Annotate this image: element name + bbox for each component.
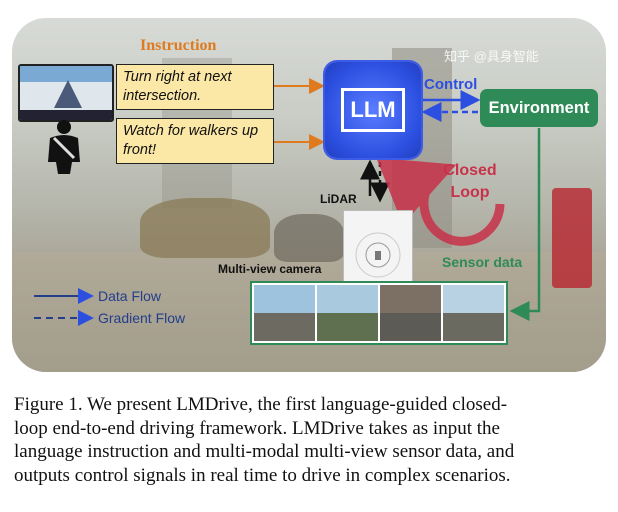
multi-view-camera-strip [250,281,508,345]
control-label: Control [424,76,478,93]
lidar-label: LiDAR [320,192,357,206]
closed-loop-label: Closed Loop [439,160,501,204]
legend-gradient-flow: Gradient Flow [98,310,185,326]
flow-arrows [34,78,541,326]
environment-box: Environment [480,89,598,127]
instruction-box-1: Turn right at next intersection. [116,64,274,110]
vending-machine-image [552,188,592,288]
instruction-title: Instruction [140,37,217,54]
car-image [140,198,270,258]
navigation-screen-icon [18,64,114,122]
closed-loop-text: Loop [450,184,490,201]
instruction-box-2: Watch for walkers up front! [116,118,274,164]
legend-gradient-flow-label: Gradient Flow [98,310,186,326]
camera-view-image [254,285,315,341]
caption-line: loop end-to-end driving framework. LMDri… [14,417,500,439]
llm-label: LLM [341,88,405,132]
camera-view-image [443,285,504,341]
caption-line: outputs control signals in real time to … [14,464,511,486]
instruction-text: Watch for walkers up [123,123,259,139]
sensor-data-label: Sensor data [442,254,523,270]
instruction-text: intersection. [123,88,202,104]
camera-label: Multi-view camera [218,262,322,276]
car-image [274,214,344,262]
instruction-text: front! [123,142,157,158]
driver-icon [48,120,80,174]
lidar-point-cloud-image [343,210,413,284]
figure-panel: 知乎 @具身智能 Instruction Turn right at next … [12,18,606,372]
caption-line: Figure 1. We present LMDrive, the first … [14,394,508,415]
watermark: 知乎 @具身智能 [444,49,539,64]
instruction-text: Turn right at next [123,69,232,85]
camera-view-image [380,285,441,341]
llm-chip-icon: LLM [325,62,421,158]
caption-line: language instruction and multi-modal mul… [14,441,515,462]
camera-view-image [317,285,378,341]
legend-data-flow-label: Data Flow [98,288,162,304]
legend-data-flow: Data Flow [98,288,161,304]
figure-caption: Figure 1. We present LMDrive, the first … [14,393,606,487]
closed-loop-text: Closed [443,162,497,179]
